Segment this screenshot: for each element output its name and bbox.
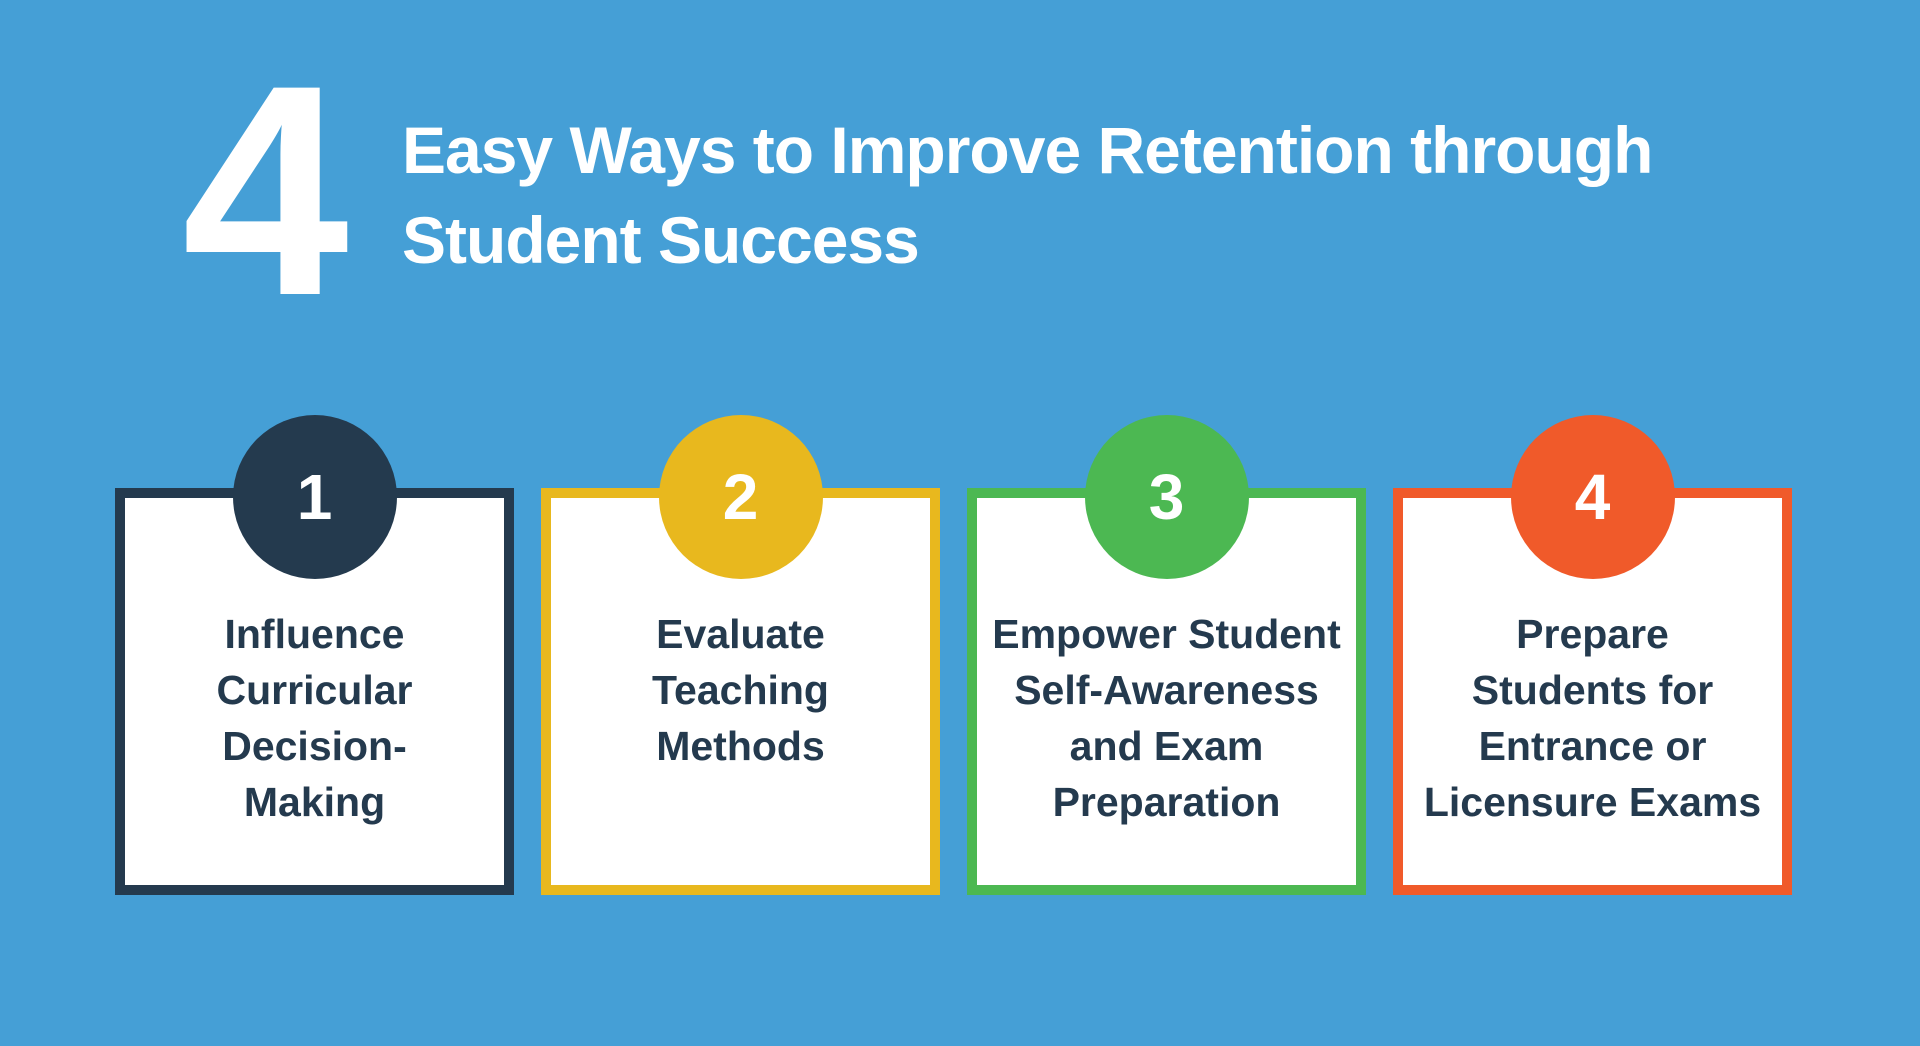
card-line: Curricular xyxy=(216,667,413,713)
big-number: 4 xyxy=(182,22,349,358)
card-2: 2 Evaluate Teaching Methods xyxy=(541,415,940,895)
card-line: Influence xyxy=(224,611,405,657)
title-line-1: Easy Ways to Improve Retention through xyxy=(402,113,1653,187)
card-line: Empower Student xyxy=(992,611,1341,657)
number-badge-4: 4 xyxy=(1510,415,1675,579)
card-line: Making xyxy=(243,779,386,825)
card-3-text: Empower Student Self-Awareness and Exam … xyxy=(977,606,1356,830)
card-line: Prepare xyxy=(1516,611,1669,657)
card-line: Methods xyxy=(656,723,825,769)
title-line-2: Student Success xyxy=(402,203,920,277)
card-line: Decision- xyxy=(222,723,407,769)
card-line: and Exam xyxy=(1069,723,1264,769)
number-badge-1: 1 xyxy=(232,415,397,579)
card-line: Licensure Exams xyxy=(1423,779,1762,825)
page-title: Easy Ways to Improve Retention through S… xyxy=(402,105,1653,285)
card-line: Evaluate xyxy=(656,611,825,657)
card-line: Students for xyxy=(1471,667,1714,713)
card-1-text: Influence Curricular Decision- Making xyxy=(125,606,504,830)
number-badge-3: 3 xyxy=(1084,415,1249,579)
card-line: Entrance or xyxy=(1478,723,1707,769)
card-line: Teaching xyxy=(652,667,829,713)
card-4: 4 Prepare Students for Entrance or Licen… xyxy=(1393,415,1792,895)
card-2-text: Evaluate Teaching Methods xyxy=(551,606,930,774)
card-3: 3 Empower Student Self-Awareness and Exa… xyxy=(967,415,1366,895)
number-badge-2: 2 xyxy=(658,415,823,579)
card-line: Self-Awareness xyxy=(1014,667,1319,713)
card-line: Preparation xyxy=(1052,779,1281,825)
card-4-text: Prepare Students for Entrance or Licensu… xyxy=(1403,606,1782,830)
card-1: 1 Influence Curricular Decision- Making xyxy=(115,415,514,895)
